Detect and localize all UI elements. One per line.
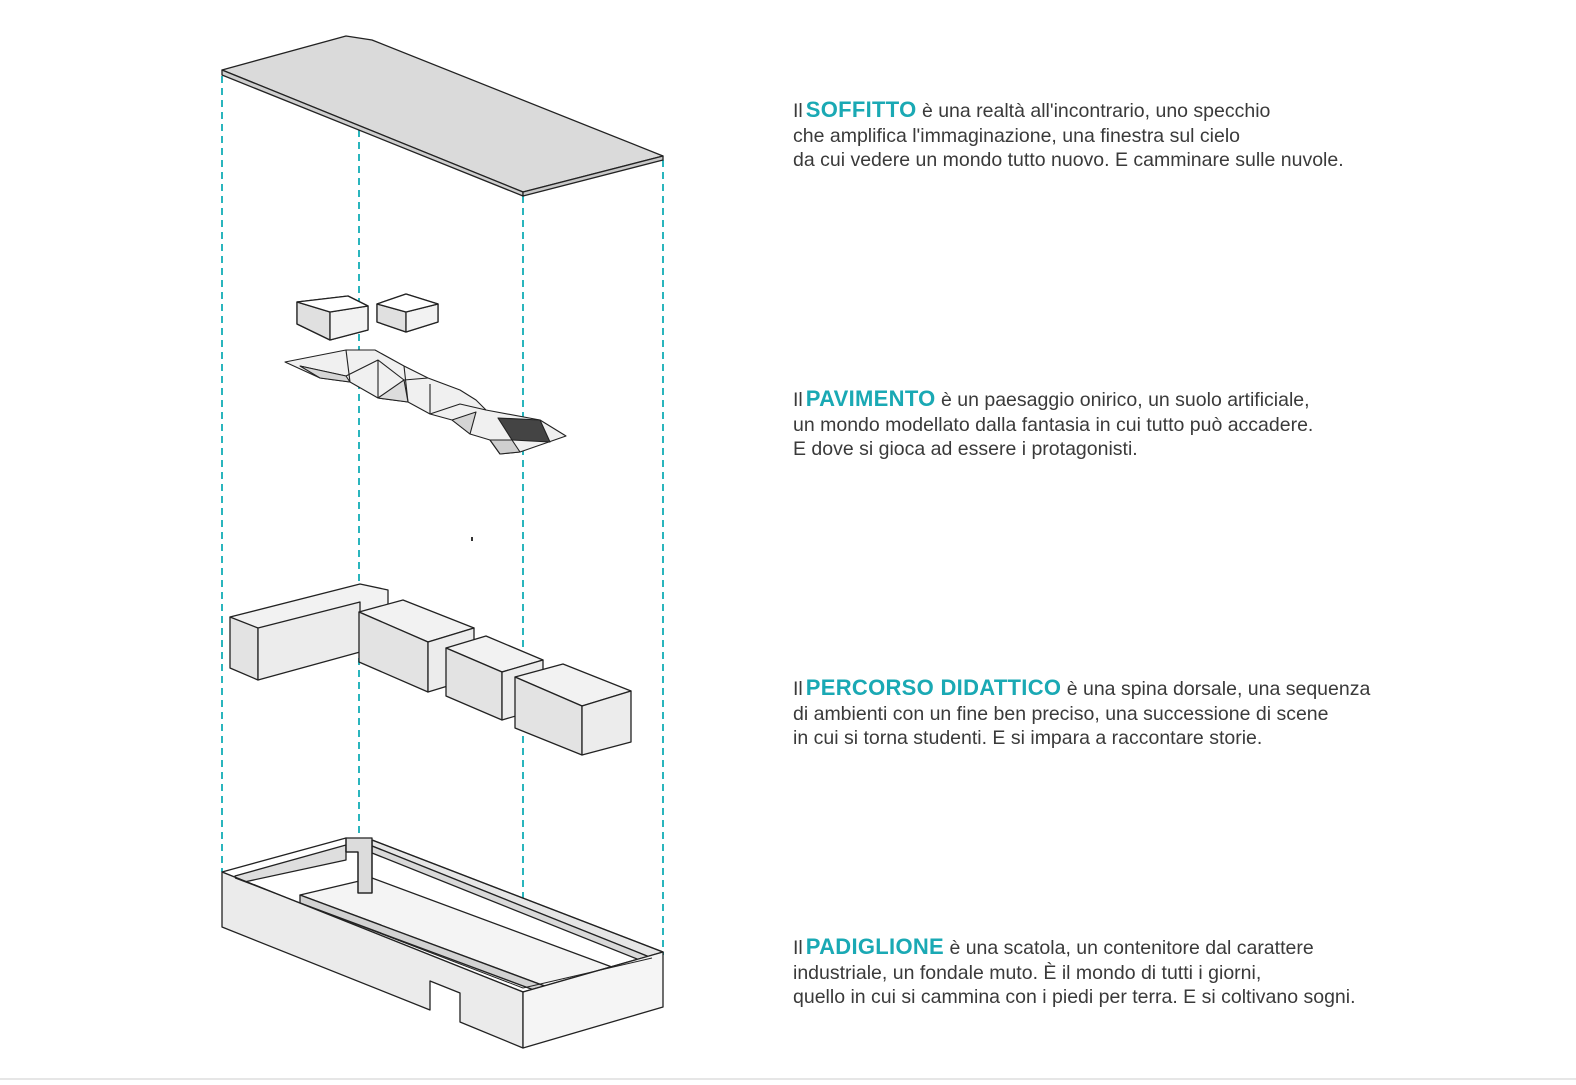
layer-keyword: SOFFITTO (805, 97, 917, 122)
layer-lead: Il (793, 937, 803, 959)
layer-line-2: di ambienti con un fine ben preciso, una… (793, 702, 1329, 725)
bottom-divider (0, 1078, 1576, 1080)
layer-line-rest: è una spina dorsale, una sequenza (1066, 678, 1371, 700)
layer-keyword: PADIGLIONE (805, 934, 945, 959)
layer-line-2: che amplifica l'immaginazione, una fines… (793, 124, 1241, 147)
didactic-volumes (229, 583, 632, 756)
guide-lines (221, 76, 664, 990)
layer-line-3: da cui vedere un mondo tutto nuovo. E ca… (793, 149, 1344, 171)
layer-lead: Il (793, 100, 803, 122)
floor-landscape (284, 349, 567, 455)
layer-line-2: industriale, un fondale muto. È il mondo… (793, 961, 1262, 984)
layer-keyword: PAVIMENTO (805, 386, 936, 411)
ceiling-slab (221, 35, 664, 197)
layer-line-rest: è una scatola, un contenitore dal caratt… (949, 937, 1314, 959)
layer-lead: Il (793, 678, 803, 700)
small-mark (471, 537, 473, 541)
layer-line-3: E dove si gioca ad essere i protagonisti… (793, 438, 1138, 460)
layer-line-rest: è un paesaggio onirico, un suolo artific… (941, 389, 1310, 411)
floor-small-boxes (296, 293, 439, 341)
layer-lead: Il (793, 389, 803, 411)
volume-4 (514, 663, 632, 756)
layer-keyword: PERCORSO DIDATTICO (805, 675, 1062, 700)
layer-line-2: un mondo modellato dalla fantasia in cui… (793, 413, 1314, 436)
layer-line-rest: è una realtà all'incontrario, uno specch… (921, 100, 1271, 122)
layer-line-3: quello in cui si cammina con i piedi per… (793, 986, 1356, 1008)
pavilion-enclosure (221, 837, 664, 1049)
layer-line-3: in cui si torna studenti. E si impara a … (793, 727, 1263, 749)
